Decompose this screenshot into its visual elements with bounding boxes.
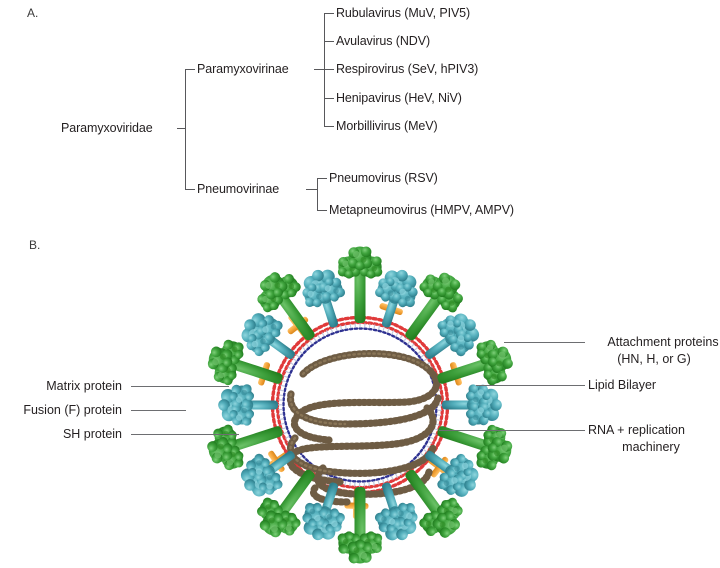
label-attachment-protein-line1: Attachment proteins: [607, 335, 719, 349]
leader-line-matrix-protein: [131, 386, 229, 388]
tree-bracket-subfamily: [185, 69, 187, 190]
tree-connector-genus-group-2: [306, 189, 318, 191]
label-matrix-protein: Matrix protein: [46, 379, 122, 393]
leader-line-attachment-protein: [504, 342, 585, 344]
leader-line-fusion-protein: [131, 410, 186, 412]
label-sh-protein: SH protein: [62, 427, 122, 441]
tree-connector-genus-group-1: [314, 69, 325, 71]
attachment-protein-spike: [338, 247, 382, 323]
tree-connector-subfamily-2: [185, 189, 195, 191]
taxonomy-genus-2-0: Pneumovirus (RSV): [329, 171, 438, 185]
taxonomy-family-label: Paramyxoviridae: [61, 121, 153, 135]
fusion-protein-spike: [218, 384, 278, 425]
tree-connector-family: [177, 128, 186, 130]
nucleocapsid-highlight: [289, 352, 429, 474]
panel-b-virion: B.: [0, 232, 720, 568]
taxonomy-genus-1-0: Rubulavirus (MuV, PIV5): [336, 6, 471, 20]
panel-a-letter: A.: [27, 6, 39, 20]
taxonomy-genus-1-1: Avulavirus (NDV): [336, 34, 431, 48]
panel-a-taxonomy: A. Paramyxoviridae Paramyxovirinae Rubul…: [0, 0, 720, 232]
attachment-protein-spike: [338, 487, 382, 563]
tree-connector-genus-2-1: [317, 210, 327, 212]
tree-connector-genus-1-4: [324, 126, 334, 128]
taxonomy-genus-1-4: Morbillivirus (MeV): [336, 119, 438, 133]
tree-connector-genus-2-0: [317, 178, 327, 180]
taxonomy-subfamily-2-label: Pneumovirinae: [197, 182, 280, 196]
leader-line-lipid-bilayer: [476, 385, 585, 387]
panel-b-letter: B.: [29, 238, 41, 252]
tree-connector-genus-1-0: [324, 13, 334, 15]
tree-connector-genus-1-1: [324, 41, 334, 43]
tree-connector-genus-1-3: [324, 98, 334, 100]
label-attachment-protein-line2: (HN, H, or G): [617, 352, 691, 366]
label-rna-replication-line2: machinery: [622, 440, 680, 454]
tree-bracket-genus-2: [317, 178, 319, 211]
taxonomy-genus-1-3: Henipavirus (HeV, NiV): [336, 91, 462, 105]
leader-line-rna-replication: [439, 430, 585, 432]
leader-line-sh-protein: [131, 434, 239, 436]
taxonomy-genus-1-2: Respirovirus (SeV, hPIV3): [336, 62, 479, 76]
fusion-protein-spike: [442, 384, 502, 425]
label-fusion-protein: Fusion (F) protein: [23, 403, 122, 417]
tree-connector-subfamily-1: [185, 69, 195, 71]
tree-connector-genus-1-2: [324, 69, 334, 71]
label-lipid-bilayer: Lipid Bilayer: [588, 378, 657, 392]
virion-diagram: [195, 242, 525, 568]
label-rna-replication-line1: RNA + replication: [588, 423, 685, 437]
taxonomy-subfamily-1-label: Paramyxovirinae: [197, 62, 289, 76]
taxonomy-genus-2-1: Metapneumovirus (HMPV, AMPV): [329, 203, 514, 217]
